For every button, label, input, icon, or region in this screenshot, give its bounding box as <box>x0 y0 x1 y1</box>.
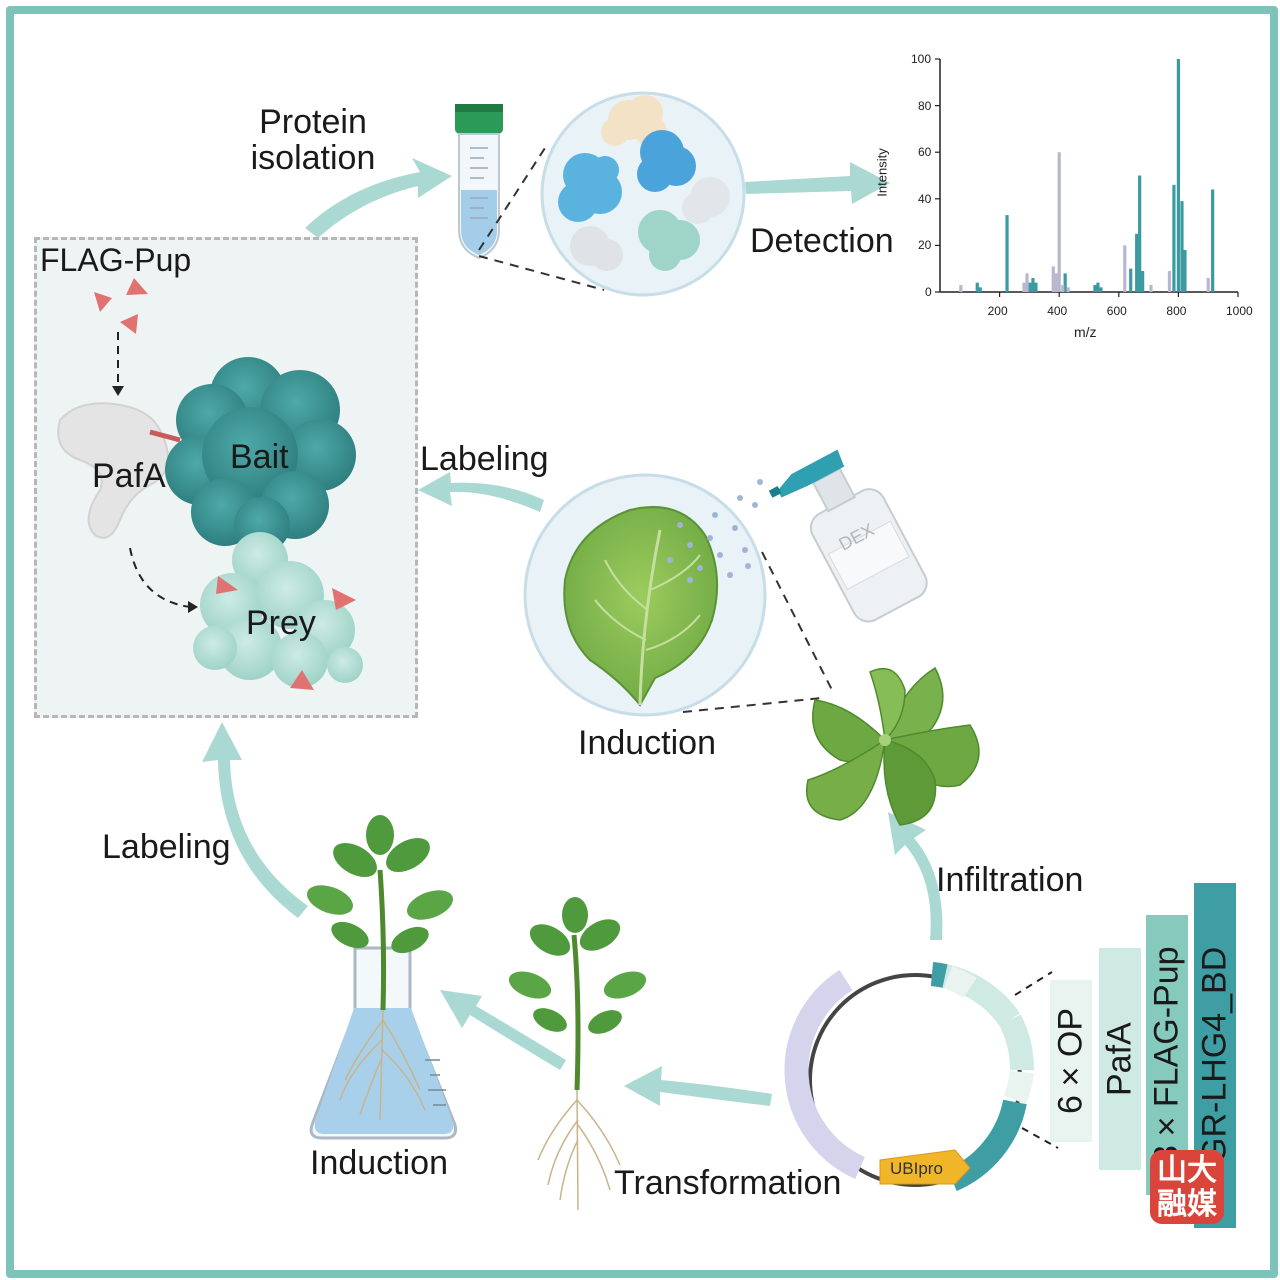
ms-ylabel: Intensity <box>874 148 890 197</box>
ms-peak <box>975 282 979 292</box>
flow-arrows <box>202 158 943 1106</box>
label-flag-pup: FLAG-Pup <box>40 242 192 278</box>
mass-spectrum-chart <box>935 58 1239 297</box>
ms-peak <box>1005 215 1009 292</box>
ms-peak <box>1123 245 1127 292</box>
ms-bars <box>959 59 1215 292</box>
arrow-infiltration <box>888 812 943 940</box>
arrow-detection <box>745 162 890 204</box>
ms-peak <box>1206 278 1210 292</box>
ms-ytick-label: 100 <box>911 52 932 66</box>
ms-xtick-label: 600 <box>1106 304 1127 318</box>
ms-peak <box>978 287 982 292</box>
ms-xlabel: m/z <box>1074 324 1097 340</box>
ms-ytick-label: 60 <box>918 145 932 160</box>
ms-peak <box>1057 152 1061 292</box>
ms-peak <box>1138 175 1142 292</box>
construct-bar-6xop: 6×OP <box>1050 980 1092 1142</box>
tobacco-plant <box>806 666 980 826</box>
ms-peak <box>1176 59 1180 292</box>
ms-peak <box>1022 282 1026 292</box>
dex-spray-bottle <box>768 449 928 623</box>
ms-peak <box>1099 287 1103 292</box>
label-pafa: PafA <box>92 457 166 495</box>
label-induction-leaf: Induction <box>578 724 716 762</box>
label-detection: Detection <box>750 222 894 260</box>
ms-ytick-label: 0 <box>925 285 932 299</box>
label-labeling-left: Labeling <box>102 828 231 866</box>
arrow-labeling-top <box>418 472 544 512</box>
ms-xtick-label: 1000 <box>1226 304 1253 318</box>
erlenmeyer-flask <box>309 946 457 1140</box>
ms-peak <box>1093 285 1097 292</box>
ms-peak <box>1167 271 1172 292</box>
label-prey: Prey <box>246 604 316 642</box>
label-bait: Bait <box>230 438 289 476</box>
label-infiltration: Infiltration <box>936 861 1084 899</box>
protein-circle <box>540 91 746 297</box>
ms-peak <box>1061 285 1065 292</box>
arrow-labeling-left <box>202 722 308 918</box>
falcon-tube <box>455 104 605 291</box>
ms-peak <box>1031 278 1035 292</box>
ms-peak <box>1063 273 1067 292</box>
ms-peak <box>1066 287 1070 292</box>
arrow-transformation <box>624 1066 772 1106</box>
ms-peak <box>1028 282 1032 292</box>
arrow-protein-isolation <box>305 158 452 238</box>
watermark-logo: 山大 融媒 <box>1150 1150 1224 1224</box>
logo-text: 山大 融媒 <box>1157 1154 1217 1221</box>
ms-peak <box>1149 285 1153 292</box>
label-ubipro: UBIpro <box>890 1159 943 1178</box>
flask-plant <box>307 815 453 1121</box>
ms-peak <box>1172 184 1176 292</box>
ms-xtick-label: 200 <box>987 304 1008 318</box>
leaf-circle <box>523 473 833 717</box>
construct-bar-pafa: PafA <box>1099 948 1141 1170</box>
ms-ytick-label: 40 <box>918 191 932 206</box>
ms-peak <box>1141 271 1145 292</box>
ms-ytick-label: 20 <box>918 238 932 253</box>
ms-peak <box>959 285 963 292</box>
ms-peak <box>1025 273 1029 292</box>
label-induction-flask: Induction <box>310 1144 448 1182</box>
seedling <box>508 897 647 1211</box>
ms-peak <box>1180 201 1184 292</box>
ms-peak <box>1211 189 1215 292</box>
label-protein-isolation: Protein isolation <box>250 103 376 177</box>
ms-peak <box>1129 268 1133 292</box>
ms-peak <box>1183 250 1187 292</box>
ms-xtick-label: 800 <box>1166 304 1187 318</box>
ms-peak <box>1054 273 1058 292</box>
ms-peak <box>1135 233 1139 292</box>
ms-peak <box>1051 266 1055 292</box>
ms-peak <box>1096 282 1100 292</box>
ms-ytick-label: 80 <box>918 98 932 113</box>
label-transformation: Transformation <box>614 1164 842 1202</box>
label-labeling-top: Labeling <box>420 440 549 478</box>
ms-peak <box>1034 282 1038 292</box>
arrow-flask <box>440 990 566 1070</box>
ms-xtick-label: 400 <box>1047 304 1068 318</box>
plasmid <box>784 962 1059 1192</box>
